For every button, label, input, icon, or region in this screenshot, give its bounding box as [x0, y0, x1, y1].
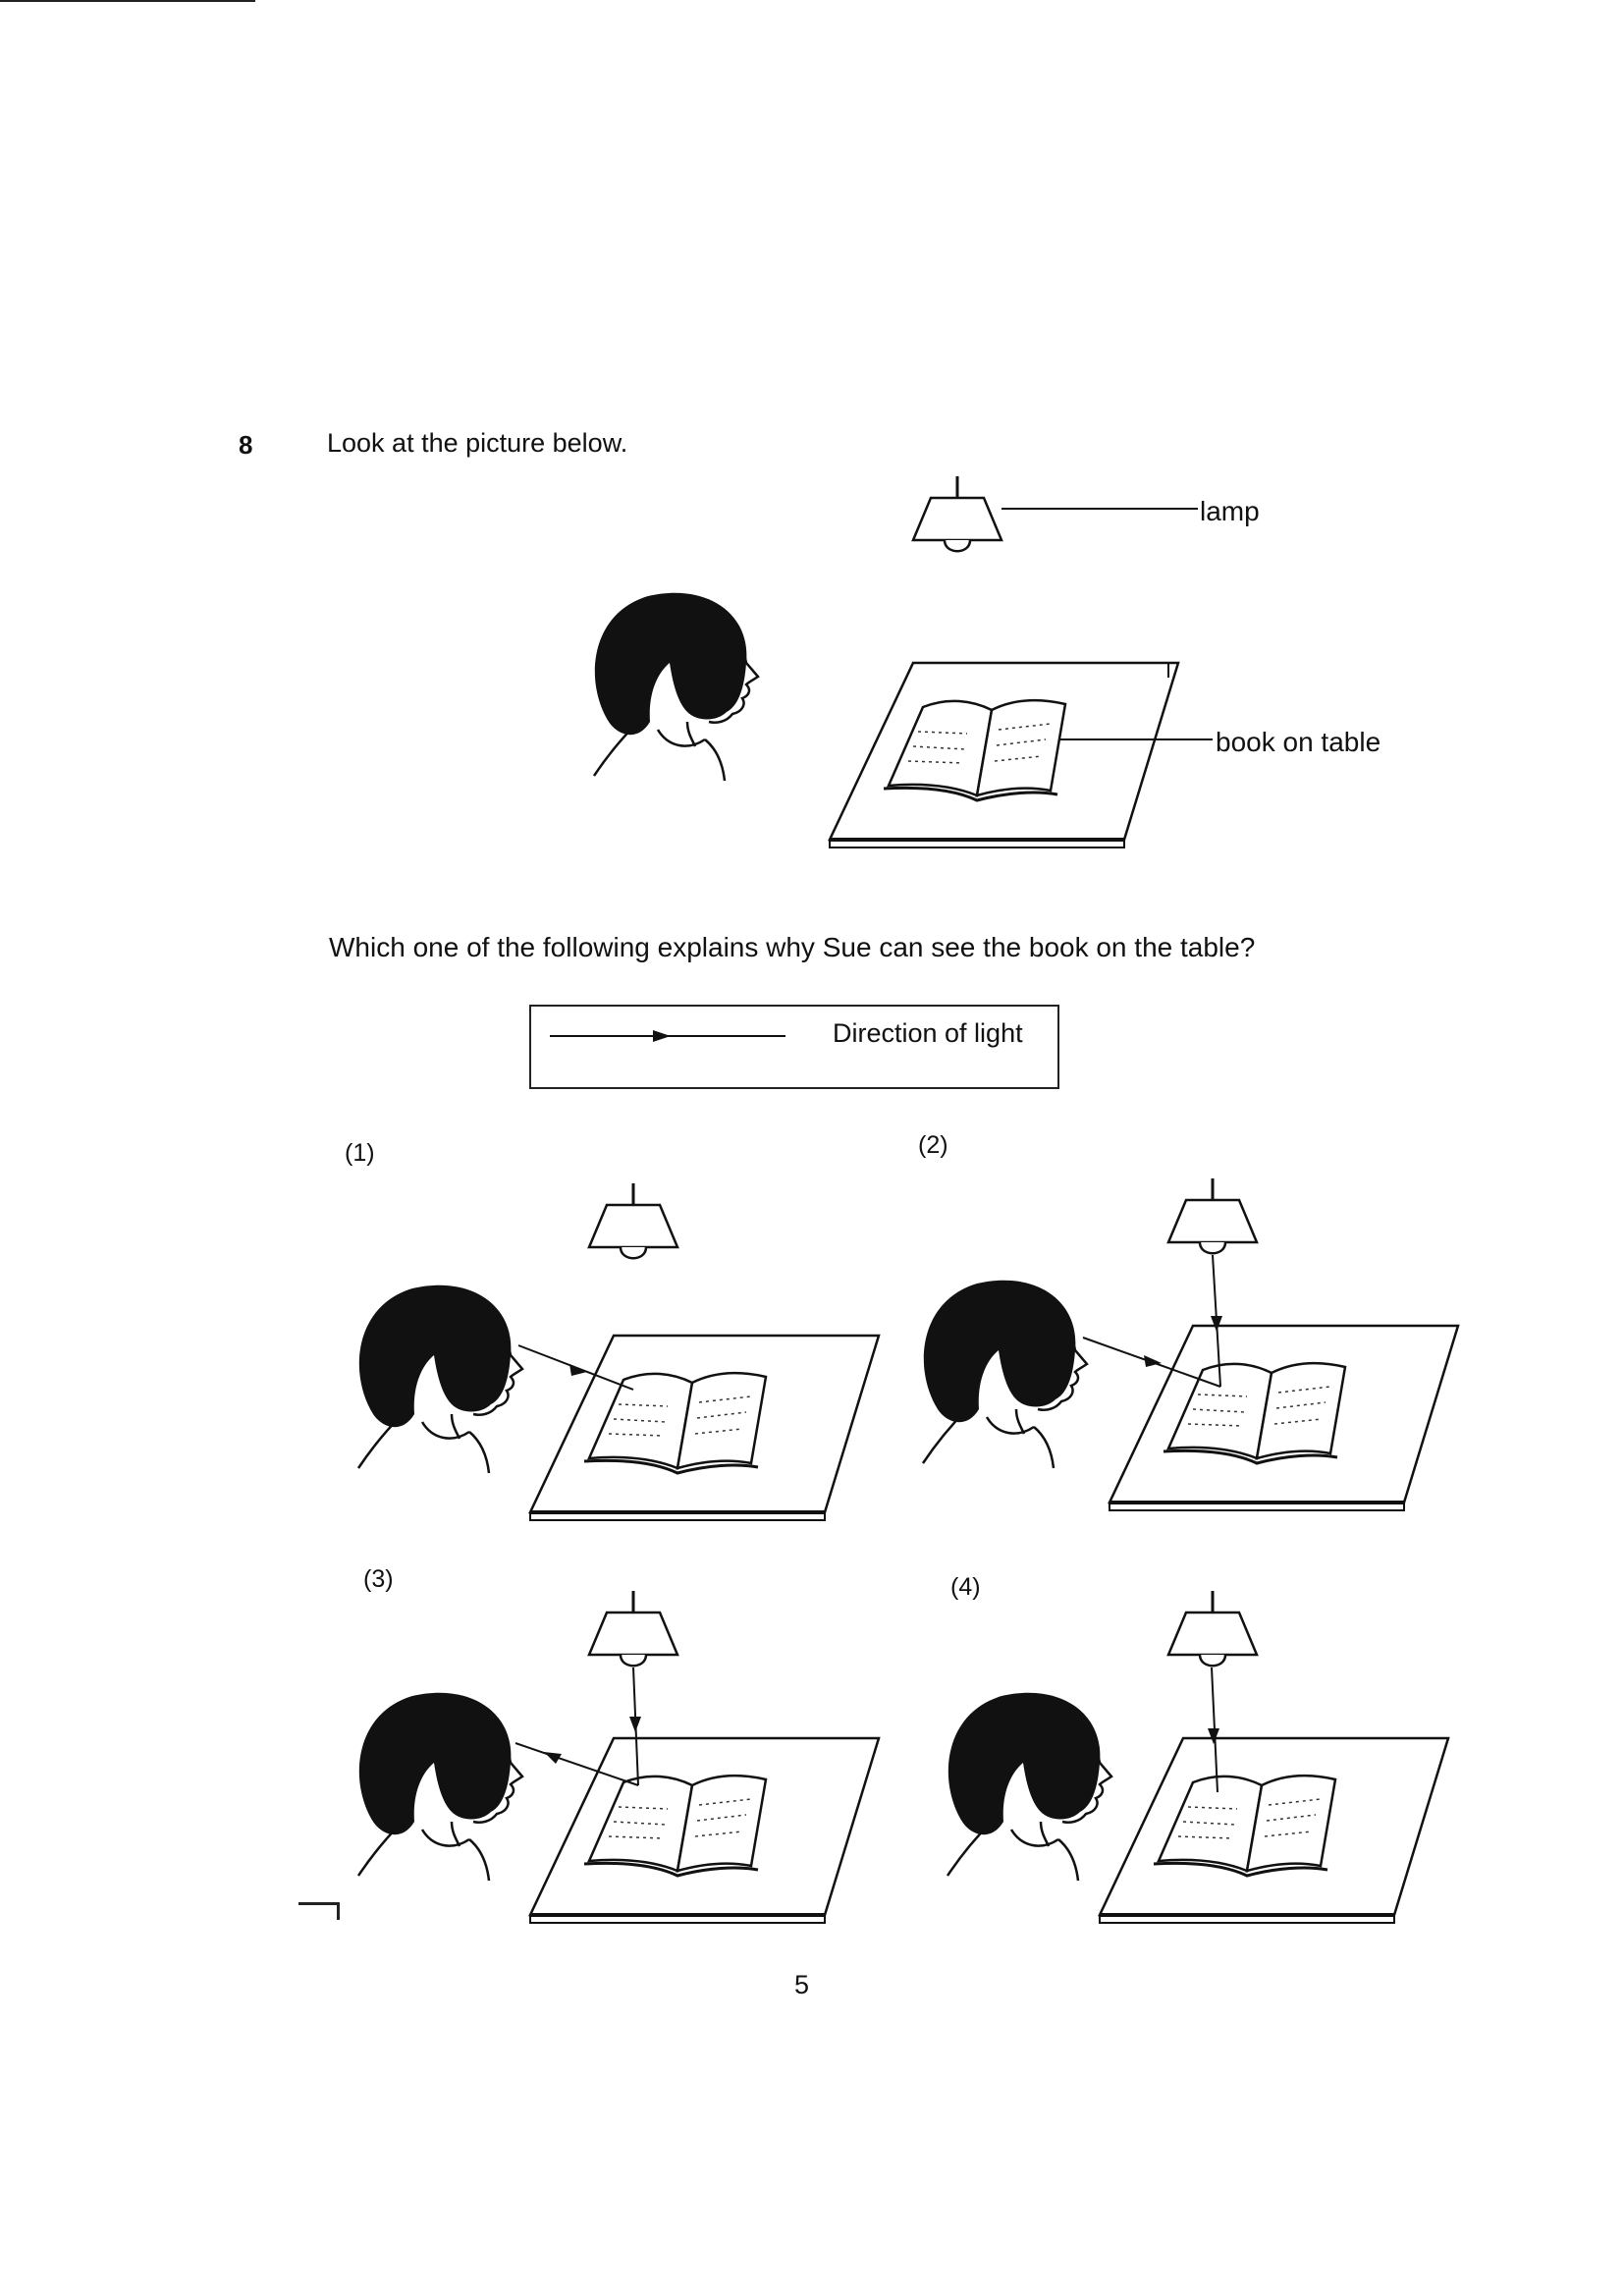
- legend-arrow: [545, 1026, 790, 1046]
- page-number: 5: [794, 1970, 809, 2000]
- question-prompt: Look at the picture below.: [327, 428, 627, 459]
- question-stem: Which one of the following explains why …: [329, 932, 1255, 963]
- table-with-book: [830, 663, 1178, 847]
- legend-text: Direction of light: [833, 1018, 1023, 1049]
- lamp-label: lamp: [1200, 496, 1260, 527]
- option-1-label: (1): [345, 1139, 375, 1168]
- option-2-label: (2): [918, 1131, 948, 1160]
- option-2-figure[interactable]: [908, 1178, 1419, 1503]
- girl-sue: [594, 593, 758, 781]
- corner-mark: [298, 1902, 340, 1920]
- option-3-label: (3): [363, 1565, 394, 1594]
- option-4-figure[interactable]: [933, 1591, 1424, 1915]
- main-figure: [579, 476, 1267, 859]
- option-1-figure[interactable]: [344, 1183, 835, 1507]
- top-rule: [0, 0, 255, 2]
- question-number: 8: [239, 430, 252, 461]
- book-label: book on table: [1216, 727, 1380, 758]
- option-3-figure[interactable]: [344, 1591, 835, 1915]
- lamp-icon: [913, 476, 1001, 551]
